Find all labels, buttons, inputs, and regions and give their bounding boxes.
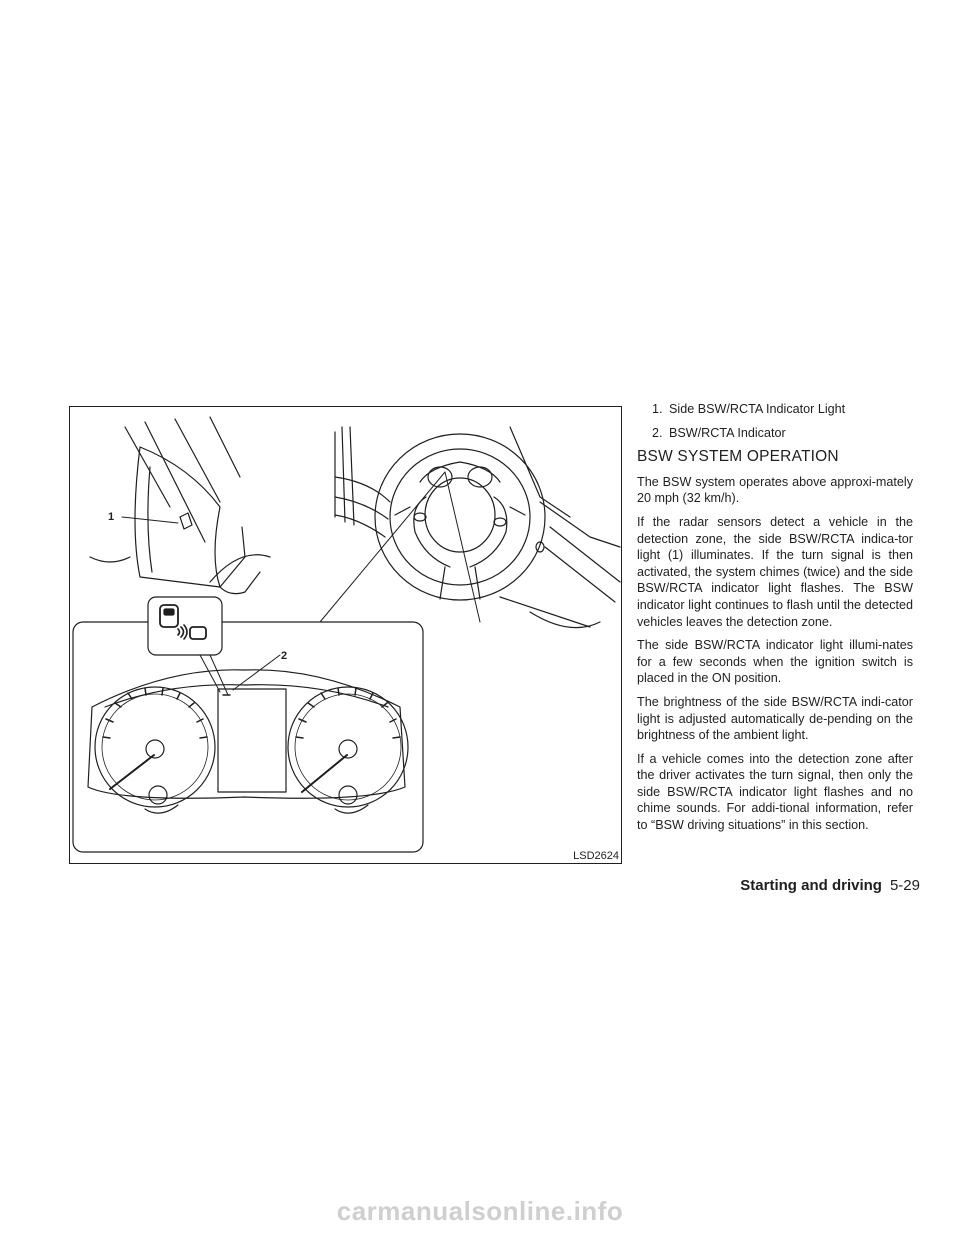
callout-2-label: 2 bbox=[281, 650, 288, 662]
tachometer-gauge bbox=[287, 686, 409, 808]
text-column: 1. Side BSW/RCTA Indicator Light 2. BSW/RC… bbox=[637, 401, 913, 841]
legend-item-number: 1. bbox=[652, 402, 663, 416]
figure-legend: 1. Side BSW/RCTA Indicator Light 2. BSW/RC… bbox=[637, 401, 913, 441]
paragraph: The brightness of the side BSW/RCTA indi… bbox=[637, 694, 913, 743]
callout-1-label: 1 bbox=[108, 511, 115, 523]
adjacent-car-icon bbox=[189, 626, 207, 640]
figure-code: LSD2624 bbox=[573, 850, 619, 862]
car-icon bbox=[159, 604, 179, 628]
watermark: carmanualsonline.info bbox=[336, 1196, 624, 1226]
steering-wheel-outer bbox=[374, 433, 546, 601]
dashboard-illustration bbox=[72, 416, 621, 853]
page-footer: Starting and driving 5-29 bbox=[740, 877, 920, 894]
paragraph: If the radar sensors detect a vehicle in… bbox=[637, 514, 913, 629]
gauge-ticks bbox=[102, 687, 401, 739]
cluster-housing bbox=[87, 669, 406, 799]
footer-section-name: Starting and driving bbox=[740, 877, 882, 894]
paragraph: If a vehicle comes into the detection zo… bbox=[637, 751, 913, 833]
page-number: 5-29 bbox=[889, 877, 920, 894]
side-indicator-light bbox=[179, 512, 193, 530]
speedometer-gauge bbox=[94, 686, 216, 808]
paragraph: The side BSW/RCTA indicator light illumi… bbox=[637, 638, 913, 686]
legend-item-number: 2. bbox=[652, 425, 663, 440]
illustration-figure: 1 2 LSD2624 bbox=[69, 406, 622, 864]
legend-item-text: BSW/RCTA Indicator bbox=[669, 425, 786, 440]
legend-item: 1. Side BSW/RCTA Indicator Light bbox=[652, 401, 913, 418]
steering-wheel-hub bbox=[424, 477, 496, 553]
pillar-trim bbox=[134, 446, 221, 588]
legend-item: 2. BSW/RCTA Indicator bbox=[652, 425, 913, 442]
section-title: BSW SYSTEM OPERATION bbox=[637, 448, 839, 466]
paragraph: The BSW system operates above approxi-ma… bbox=[637, 474, 913, 506]
pillar-line bbox=[124, 426, 171, 508]
legend-item-text: Side BSW/RCTA Indicator Light bbox=[669, 402, 846, 416]
cluster-zoom-box bbox=[72, 621, 424, 853]
center-display bbox=[217, 688, 287, 793]
